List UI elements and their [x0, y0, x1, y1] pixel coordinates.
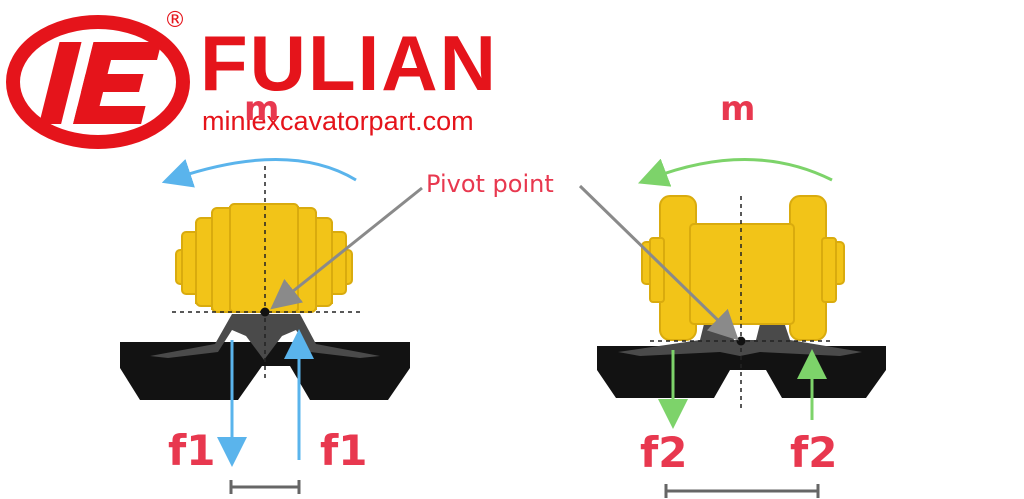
right-force-label-1: f2 — [640, 428, 688, 477]
left-pivot-dot — [260, 307, 270, 317]
pivot-point-label: Pivot point — [426, 170, 554, 198]
left-track-shoe — [120, 342, 410, 400]
left-force-label-1: f1 — [168, 426, 216, 475]
pivot-pointer-right — [578, 184, 739, 341]
brand-url: miniexcavatorpart.com — [202, 106, 474, 136]
pivot-pointer-left — [270, 186, 423, 310]
left-roller — [175, 203, 353, 313]
right-span-bracket — [664, 484, 820, 498]
registered-mark: ® — [164, 8, 186, 33]
brand-logo — [6, 15, 190, 149]
right-force-label-2: f2 — [790, 428, 838, 477]
right-moment-label: m — [720, 89, 756, 129]
left-moment-arrow — [161, 158, 357, 188]
left-span-bracket — [229, 480, 301, 494]
right-track-rail — [618, 316, 862, 356]
right-roller — [641, 195, 845, 341]
left-moment-label: m — [244, 89, 280, 129]
right-moment-arrow — [637, 158, 833, 187]
right-pivot-dot — [736, 336, 746, 346]
left-force-label-2: f1 — [320, 426, 368, 475]
brand-name: FULIAN — [200, 19, 498, 107]
right-assembly — [597, 158, 886, 498]
